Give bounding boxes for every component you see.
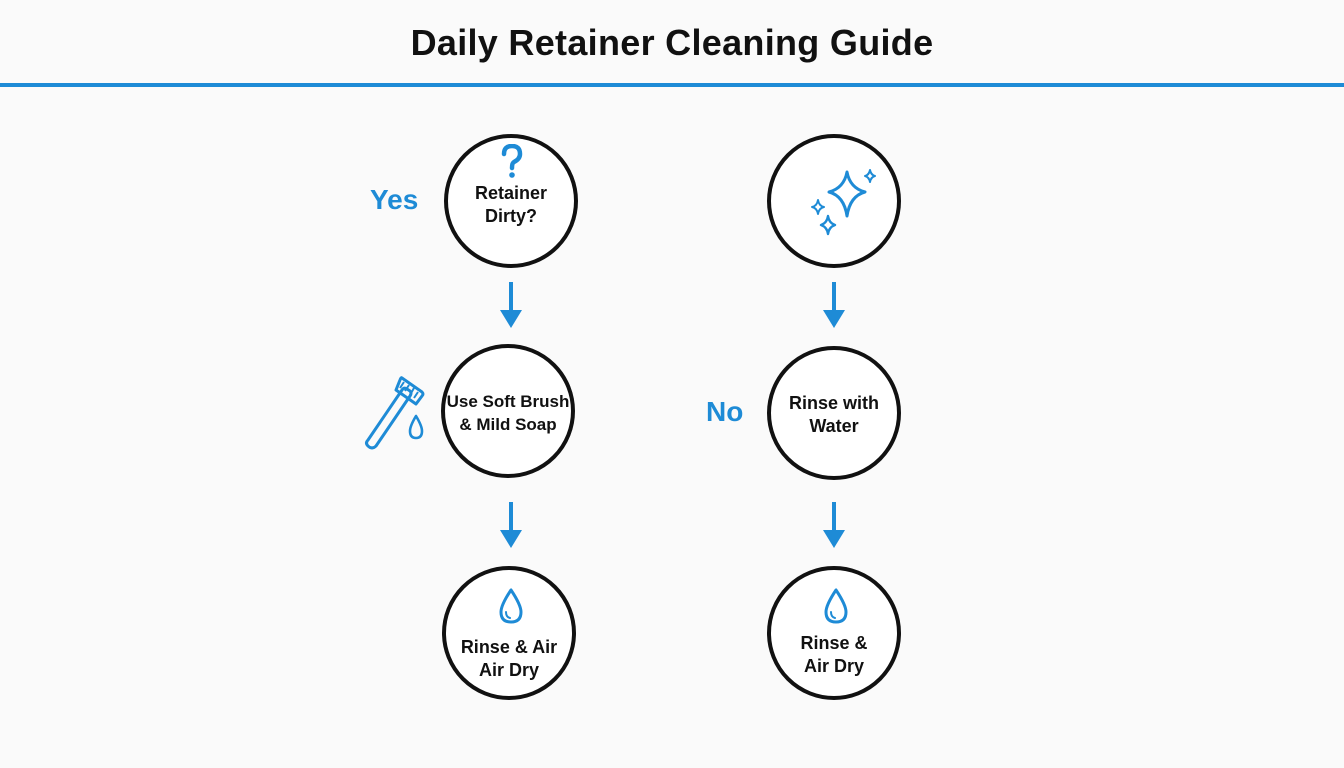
yes-branch-label: Yes	[370, 184, 419, 215]
arrow-down-icon	[499, 282, 523, 330]
question-mark-icon	[500, 144, 524, 180]
rinse-air-dry-node-right: Rinse & Air Dry	[767, 566, 901, 700]
arrow-down-icon	[822, 502, 846, 550]
rinse-air-dry-label-right: Rinse & Air Dry	[800, 633, 868, 676]
sparkle-icon	[805, 164, 877, 242]
rinse-water-node: Rinse with Water	[767, 346, 901, 480]
rinse-air-dry-node: Rinse & Air Air Dry	[442, 566, 576, 700]
clean-retainer-node	[767, 134, 901, 268]
arrow-down-icon	[822, 282, 846, 330]
soft-brush-node: Use Soft Brush & Mild Soap	[441, 344, 575, 478]
water-drop-icon	[497, 587, 525, 625]
arrow-down-icon	[499, 502, 523, 550]
toothbrush-icon	[360, 370, 432, 450]
no-branch-label: No	[706, 396, 744, 427]
rinse-water-label: Rinse with Water	[788, 393, 879, 436]
title-divider	[0, 83, 1344, 87]
retainer-dirty-label: Retainer Dirty?	[474, 183, 548, 226]
soft-brush-label: Use Soft Brush & Mild Soap	[446, 392, 570, 434]
retainer-dirty-node: Retainer Dirty?	[444, 134, 578, 268]
water-drop-icon	[822, 587, 850, 625]
rinse-air-dry-label: Rinse & Air Air Dry	[460, 637, 558, 680]
page-title: Daily Retainer Cleaning Guide	[410, 22, 934, 63]
